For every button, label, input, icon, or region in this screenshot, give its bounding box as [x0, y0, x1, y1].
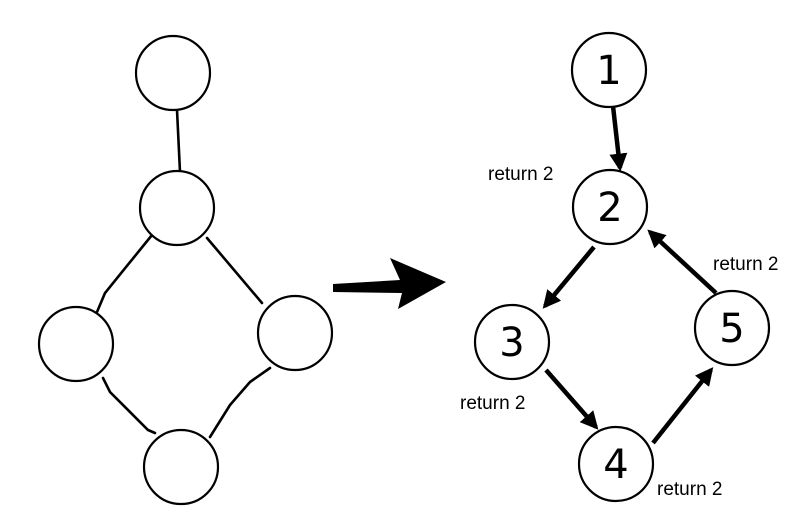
annotation-return-node-4: return 2 — [657, 479, 722, 500]
right-node-3 — [473, 303, 551, 381]
node-label-5: 5 — [719, 306, 744, 352]
right-node-2 — [571, 168, 649, 246]
right-graph: 1 2 3 4 5 return 2 return 2 return 2 ret… — [460, 31, 778, 503]
annotation-return-node-2: return 2 — [488, 164, 553, 185]
arrow-3-4 — [544, 368, 599, 430]
right-node-5 — [693, 289, 771, 367]
arrow-5-2 — [647, 229, 718, 295]
transform-arrow — [333, 258, 446, 309]
left-node-top — [134, 34, 212, 112]
left-node-upper — [138, 169, 216, 247]
arrow-4-5 — [651, 367, 714, 445]
edge-left-bottom — [101, 376, 157, 435]
left-node-left — [37, 305, 115, 383]
right-node-4 — [577, 425, 655, 503]
node-label-3: 3 — [499, 320, 524, 366]
node-label-2: 2 — [597, 185, 622, 231]
annotation-return-node-3: return 2 — [460, 393, 525, 414]
edge-top-upper — [175, 108, 182, 174]
arrow-1-2 — [609, 105, 628, 172]
edge-right-bottom — [208, 366, 272, 439]
edge-upper-left — [95, 233, 154, 314]
node-label-4: 4 — [603, 442, 628, 488]
left-node-bottom — [142, 428, 220, 506]
annotation-return-node-5: return 2 — [713, 254, 778, 275]
arrow-2-3 — [542, 245, 596, 309]
node-label-1: 1 — [596, 48, 621, 94]
left-graph — [37, 34, 334, 506]
edge-upper-right — [205, 236, 264, 305]
right-node-1 — [570, 31, 648, 109]
left-node-right — [256, 294, 334, 372]
